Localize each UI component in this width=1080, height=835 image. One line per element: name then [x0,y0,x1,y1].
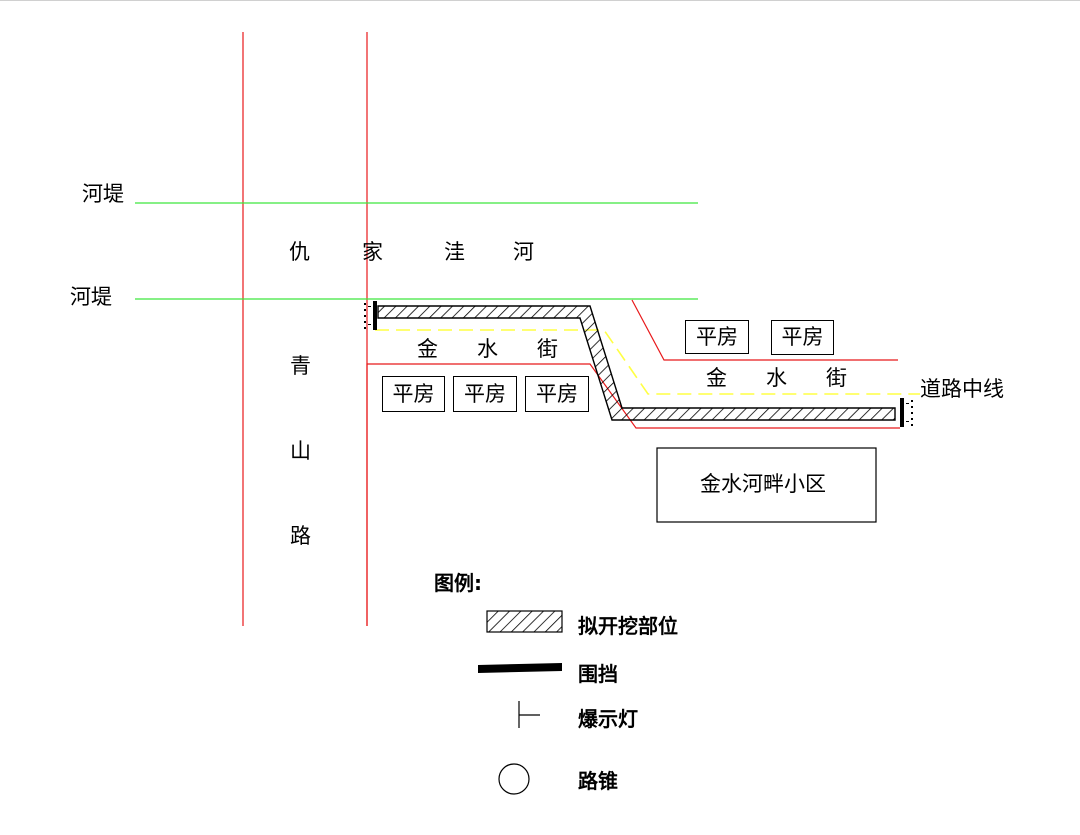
flash-lights-right [906,400,913,426]
street-left-char-1: 金 [417,337,438,361]
road-vertical-char-2: 山 [290,439,311,463]
dike-bottom-label: 河堤 [70,285,112,309]
street-left-char-3: 街 [537,337,558,361]
bungalow-box-1: 平房 [382,376,445,412]
road-vertical-char-1: 青 [290,354,311,378]
dike-top-label: 河堤 [82,182,124,206]
excavation-area [377,305,896,421]
river-char-4: 河 [513,240,534,264]
road-centerline [375,329,920,395]
legend-title: 图例: [434,571,482,595]
legend-fence-label: 围挡 [578,662,618,686]
legend-cone-symbol [498,763,530,795]
bungalow-box-5: 平房 [771,320,834,355]
river-char-3: 洼 [444,240,465,264]
road-vertical-char-3: 路 [290,524,311,548]
centerline-label: 道路中线 [920,377,1004,401]
top-border [0,0,1080,1]
street-lower-edge [366,363,900,626]
river-char-1: 仇 [289,240,310,264]
legend-excavation-symbol [486,610,563,633]
street-right-char-2: 水 [766,366,787,390]
legend-cone-label: 路锥 [578,769,618,793]
community-label: 金水河畔小区 [700,472,826,496]
street-upper-edge [631,299,898,361]
legend-excavation-label: 拟开挖部位 [578,614,678,638]
street-right-char-1: 金 [706,366,727,390]
street-left-char-2: 水 [477,337,498,361]
legend-flash-light-symbol [518,701,540,728]
bungalow-box-2: 平房 [453,376,517,412]
legend-flash-light-label: 爆示灯 [578,707,638,731]
bungalow-box-4: 平房 [685,320,749,354]
street-right-char-3: 街 [826,366,847,390]
bungalow-box-3: 平房 [525,376,589,412]
flash-lights-left [364,303,371,329]
legend-fence-symbol [478,663,562,673]
river-char-2: 家 [362,240,383,264]
community-box [656,447,877,523]
